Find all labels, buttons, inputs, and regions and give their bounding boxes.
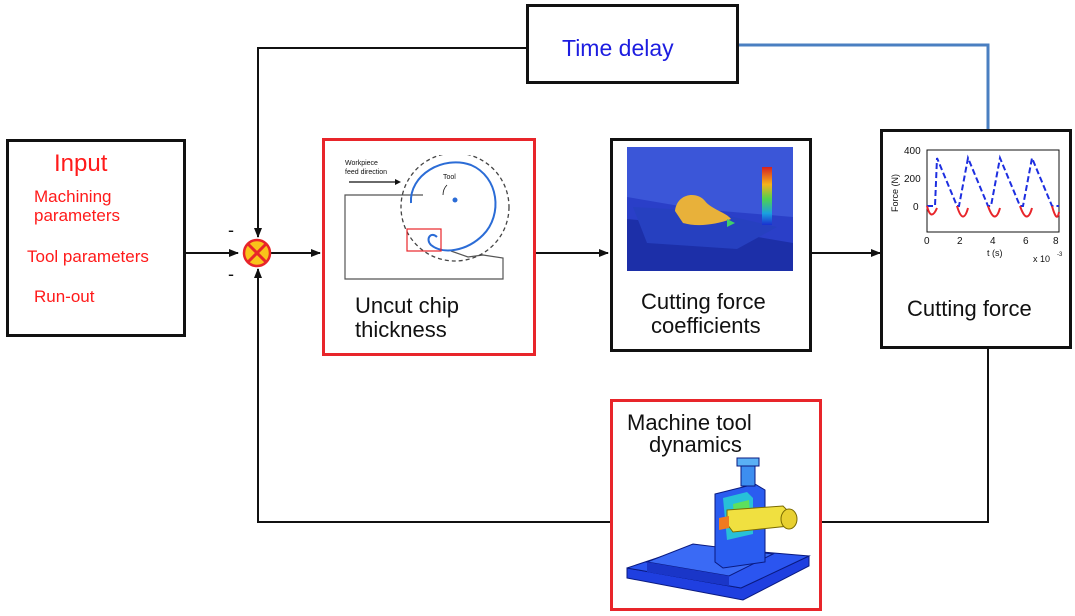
cutting-force-label: Cutting force (907, 296, 1032, 321)
input-item-tool: Tool parameters (27, 247, 149, 266)
force-time-plot: Force (N) 400 200 0 0 2 4 6 8 t (s) x 10… (890, 146, 1063, 264)
plot-x-scale-exp: -3 (1057, 252, 1063, 258)
plot-xtick-8: 8 (1053, 236, 1059, 247)
dynamics-label-line2: dynamics (649, 432, 742, 457)
dynamics-label-line1: Machine tool (627, 410, 752, 435)
input-item-machining: Machining (34, 187, 112, 206)
force-to-time-delay-line (739, 43, 990, 131)
machine-tool-dynamics-block: Machine tool dynamics (610, 399, 822, 611)
plot-xtick-2: 2 (957, 236, 963, 247)
machine-tool-model-image (626, 457, 811, 601)
dynamics-feedback-line (254, 268, 610, 523)
input-block: Input Machining parameters Tool paramete… (6, 139, 186, 337)
plot-x-scale-note: x 10 (1033, 254, 1050, 264)
plot-xtick-4: 4 (990, 236, 996, 247)
cutting-force-coefficients-block: Cutting force coefficients (610, 138, 812, 352)
coefficients-label-line1: Cutting force (641, 289, 766, 314)
plot-xlabel: t (s) (987, 248, 1003, 258)
figure-caption-feed: feed direction (345, 169, 387, 176)
plot-ytick-400: 400 (904, 146, 921, 157)
plot-xtick-6: 6 (1023, 236, 1029, 247)
time-delay-label: Time delay (562, 35, 674, 61)
input-item-runout: Run-out (34, 287, 95, 306)
cutting-force-block: Force (N) 400 200 0 0 2 4 6 8 t (s) x 10… (880, 129, 1072, 349)
junction-top-sign: - (228, 220, 234, 240)
plot-ylabel: Force (N) (890, 174, 900, 212)
input-title: Input (54, 150, 108, 177)
time-delay-block: Time delay (526, 4, 739, 84)
input-item-machining-cont: parameters (34, 206, 120, 225)
plot-ytick-200: 200 (904, 174, 921, 185)
coefficients-label-line2: coefficients (651, 313, 761, 338)
figure-caption-workpiece: Workpiece (345, 160, 378, 167)
uncut-chip-block: Workpiece feed direction Tool Uncut chip… (322, 138, 536, 356)
junction-bottom-sign: - (228, 264, 234, 284)
time-delay-feedback-line (254, 47, 526, 238)
plot-ytick-0: 0 (913, 202, 919, 213)
fem-simulation-image (627, 147, 793, 271)
uncut-chip-label-line2: thickness (355, 317, 447, 342)
plot-xtick-0: 0 (924, 236, 930, 247)
uncut-chip-label-line1: Uncut chip (355, 293, 459, 318)
summing-junction (242, 238, 272, 268)
uncut-chip-figure: Workpiece feed direction Tool (344, 155, 510, 280)
figure-tool-label: Tool (443, 174, 456, 181)
force-to-dynamics-line (822, 349, 989, 523)
